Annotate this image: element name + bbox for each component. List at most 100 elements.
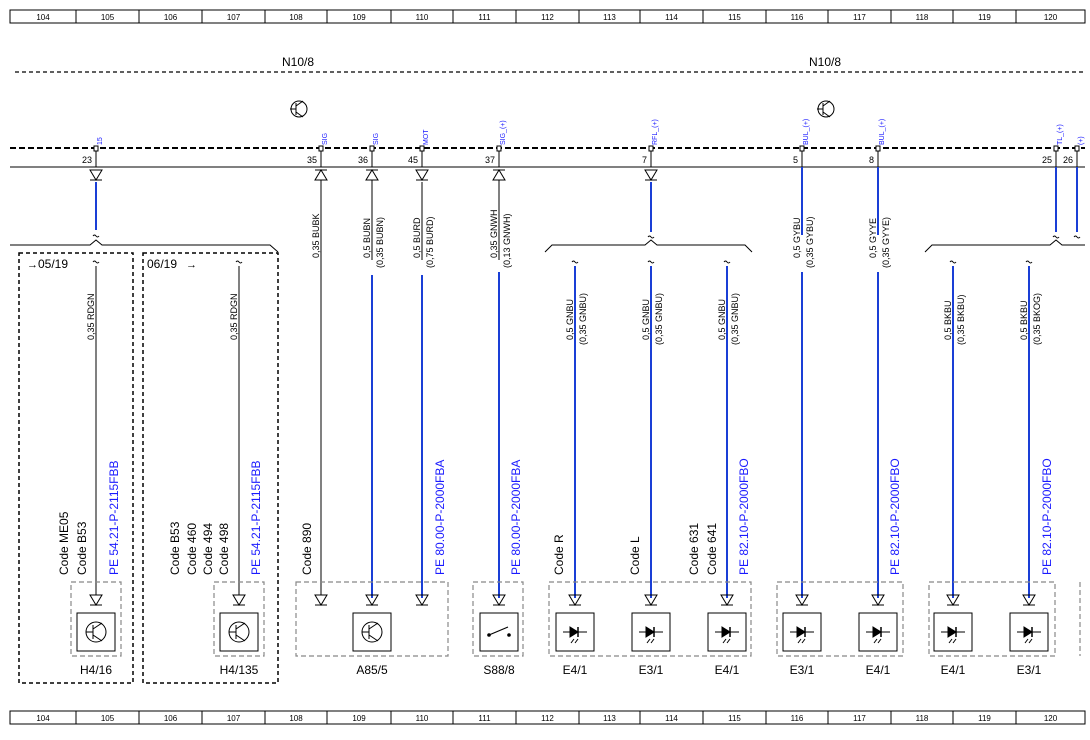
grid-column-label: 112 [541,13,554,22]
grid-column-label: 107 [227,714,241,723]
pe-reference-link: PE 54.21-P-2115FBB [249,460,263,575]
pin-signal-label: MOT [423,129,430,145]
variant-label-0619: 06/19 [147,257,177,271]
arrow-down-into-component [946,594,960,606]
pin-number: 45 [408,155,418,165]
grid-column-label: 104 [36,714,50,723]
grid-column-label: 119 [978,714,991,723]
pe-reference-link: PE 80.00-P-2000FBA [509,460,523,575]
wire-gauge-color: 0,5 GNBU [641,299,651,340]
arrow-down-into-component [365,594,379,606]
wire-gauge-color: 0,5 BKBU [1019,300,1029,340]
pin-signal-label: BUL_(+) [879,119,886,145]
transistor-symbol-box [219,612,259,652]
wire-gauge-color-alt: (0,75 BURD) [425,216,435,268]
component-box-a85-5 [295,581,449,657]
variant-arrow-right: → [186,259,197,271]
pin-signal-label: (+) [1078,136,1085,145]
grid-column-label: 105 [101,13,115,22]
grid-column-label: 107 [227,13,241,22]
grid-column-label: 113 [603,13,616,22]
code-label: Code B53 [75,521,89,575]
code-label: Code 498 [217,523,231,575]
pin-signal-label: 15 [97,137,104,145]
pin-terminal [799,145,805,152]
transistor-icon [817,100,835,118]
pin-number: 36 [358,155,368,165]
wire-break-mark [723,260,731,264]
transistor-icon [290,100,308,118]
transistor-symbol-box [76,612,116,652]
code-label: Code B53 [168,521,182,575]
wire-gauge-color: 0,5 BKBU [943,300,953,340]
wire-gauge-color-alt: (0,35 GYYE) [881,217,891,268]
arrow-down-into-component [720,594,734,606]
variant-box-0519 [18,252,134,684]
pe-reference-link: PE 54.21-P-2115FBB [107,460,121,575]
component-label: E3/1 [790,663,815,677]
component-label: E3/1 [639,663,664,677]
wire-gauge-color: 0,5 GNBU [565,299,575,340]
variant-arrow-left: → [27,259,38,271]
grid-column-label: 105 [101,714,115,723]
pin-number: 35 [307,155,317,165]
connector-arrow-up [314,169,328,181]
wire-gauge-color-alt: (0,35 BKOG) [1032,293,1042,345]
connector-arrow-down [415,169,429,181]
grid-column-label: 115 [728,13,741,22]
wire-break-mark [647,235,655,239]
wire-gauge-color: 0,5 GYBU [792,217,802,258]
wire-gauge-color-alt: (0,13 GNWH) [502,213,512,268]
wire-gauge-color-alt: (0,35 GNBU) [730,293,740,345]
pin-terminal [648,145,654,152]
component-box-lamps-1 [548,581,752,657]
pin-number: 8 [869,155,874,165]
code-label: Code 631 [687,523,701,575]
code-label: Code ME05 [57,511,71,575]
component-box-h4-135 [213,581,265,657]
pin-terminal [1074,145,1080,152]
connector-arrow-up [492,169,506,181]
wire-gauge-color: 0,35 RDGN [229,293,239,340]
module-label-left: N10/8 [282,55,314,69]
arrow-down-into-component [795,594,809,606]
lamp-symbol-box [858,612,898,652]
wire-gauge-color: 0,35 BUBK [311,213,321,258]
bracket-right [924,239,1085,253]
wire-gauge-color: 0,5 GNBU [717,299,727,340]
wire-gauge-color-alt: (0,35 GNBU) [578,293,588,345]
variant-label-0519: 05/19 [38,257,68,271]
connector-arrow-up [365,169,379,181]
grid-column-label: 116 [791,13,804,22]
grid-column-label: 113 [603,714,616,723]
component-label: E4/1 [941,663,966,677]
grid-column-label: 110 [416,13,429,22]
component-label: E4/1 [563,663,588,677]
grid-column-label: 120 [1044,13,1058,22]
component-label: E3/1 [1017,663,1042,677]
arrow-down-into-component [1022,594,1036,606]
arrow-down-into-component [644,594,658,606]
pin-number: 5 [793,155,798,165]
pin-terminal [369,145,375,152]
arrow-down-into-component [415,594,429,606]
code-label: Code 460 [185,523,199,575]
component-box-lamps-2 [776,581,904,657]
switch-symbol-box [479,612,519,652]
pe-reference-link: PE 82.10-P-2000FBO [1040,458,1054,575]
grid-column-label: 108 [289,13,303,22]
pin-signal-label: BUL_(+) [803,119,810,145]
pin-number: 26 [1063,155,1073,165]
connector-arrow-down [644,169,658,181]
wire-break-mark [647,260,655,264]
arrow-down-into-component [89,594,103,606]
pin-signal-label: SIG [322,133,329,145]
grid-column-label: 118 [916,13,929,22]
wire-gauge-color: 0,35 GNWH [489,209,499,258]
pin-number: 23 [82,155,92,165]
wire-break-mark [949,260,957,264]
pin-terminal [318,145,324,152]
pin-number: 25 [1042,155,1052,165]
